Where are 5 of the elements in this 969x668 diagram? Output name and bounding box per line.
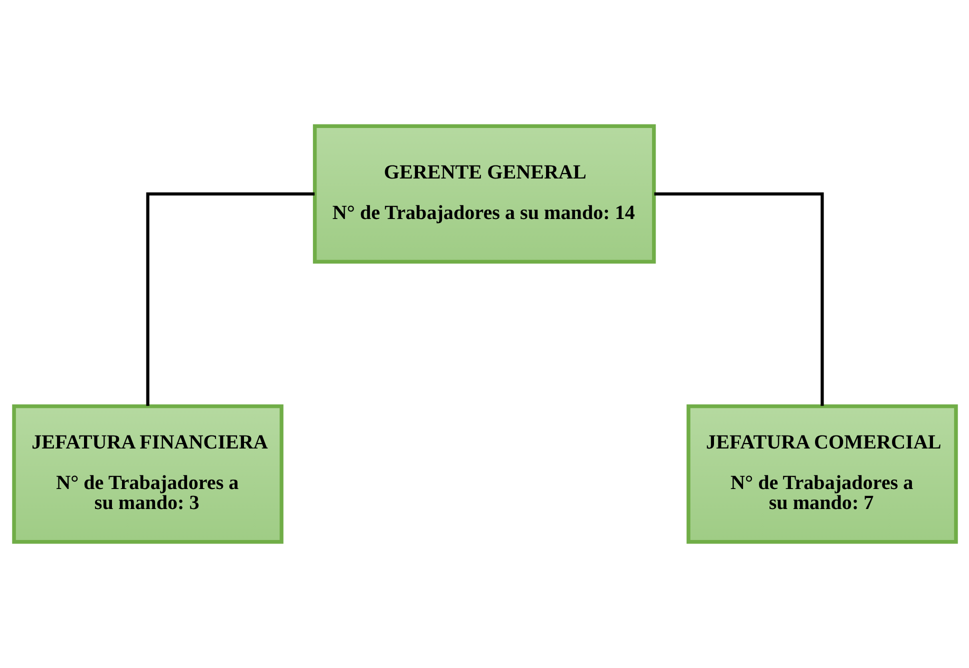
connector [654, 192, 824, 406]
node-box: JEFATURA FINANCIERA N° de Trabajadores a su mando: 3 [12, 404, 283, 544]
node-box: JEFATURA COMERCIAL N° de Trabajadores a su mando: 7 [686, 404, 958, 544]
node-box: GERENTE GENERAL N° de Trabajadores a su mando: 14 [312, 124, 656, 264]
connector [146, 192, 314, 406]
